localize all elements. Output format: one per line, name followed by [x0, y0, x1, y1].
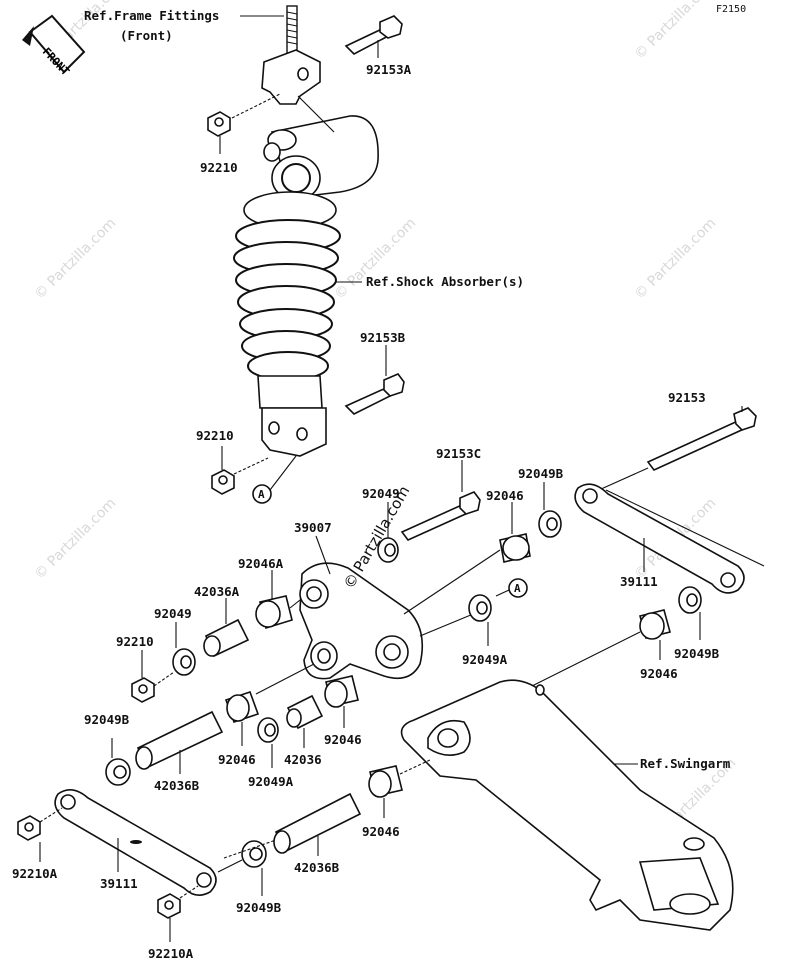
part-92049A-mid: 92049A: [248, 774, 294, 789]
part-92210-top: 92210: [200, 160, 238, 175]
watermark: © Partzilla.com: [32, 495, 120, 583]
part-42036B-left: 42036B: [154, 778, 200, 793]
link-39111-right: [574, 483, 745, 594]
part-92049B-left: 92049B: [84, 712, 130, 727]
part-92210-left: 92210: [116, 634, 154, 649]
watermark: © Partzilla.com: [332, 215, 420, 303]
part-92153B: 92153B: [360, 330, 406, 345]
marker-a-label: A: [514, 582, 521, 595]
ref-frame-fittings-front: (Front): [120, 28, 173, 43]
part-92210A-left: 92210A: [12, 866, 58, 881]
ref-swingarm: Ref.Swingarm: [640, 756, 731, 771]
figure-code: F2150: [716, 4, 746, 15]
shock-absorber: [233, 115, 379, 457]
part-92046-mid: 92046: [218, 752, 256, 767]
part-92046-mid2: 92046: [324, 732, 362, 747]
marker-a-label: A: [258, 488, 265, 501]
part-92049B-right: 92049B: [518, 466, 564, 481]
ref-frame-fittings: Ref.Frame Fittings: [84, 8, 219, 23]
watermarks: © Partzilla.com © Partzilla.com © Partzi…: [32, 0, 740, 843]
bolt-92153B: [344, 373, 405, 415]
bolt-92153A: [344, 15, 403, 55]
part-92046-bottom: 92046: [362, 824, 400, 839]
part-92153A: 92153A: [366, 62, 412, 77]
part-92049A-right: 92049A: [462, 652, 508, 667]
part-92049B-right2: 92049B: [674, 646, 720, 661]
part-92210-mid: 92210: [196, 428, 234, 443]
watermark: © Partzilla.com: [32, 215, 120, 303]
part-92046A: 92046A: [238, 556, 284, 571]
ref-shock-absorber: Ref.Shock Absorber(s): [366, 274, 524, 289]
bolt-92153C: [400, 491, 481, 541]
part-42036B-bottom: 42036B: [294, 860, 340, 875]
part-92153: 92153: [668, 390, 706, 405]
bolt-92153: [646, 407, 757, 471]
watermark: © Partzilla.com: [632, 0, 720, 63]
link-39111-left: [54, 789, 217, 896]
watermark: © Partzilla.com: [632, 215, 720, 303]
part-39007: 39007: [294, 520, 332, 535]
part-92049-top: 92049: [362, 486, 400, 501]
rocker-39007: [299, 562, 424, 680]
marker-a-right: [508, 578, 528, 598]
marker-a-left: [252, 484, 272, 504]
part-92049-left: 92049: [154, 606, 192, 621]
part-92046-right: 92046: [640, 666, 678, 681]
part-92153C: 92153C: [436, 446, 481, 461]
frame-fitting: [261, 5, 321, 105]
part-92049B-bottom: 92049B: [236, 900, 282, 915]
part-92210A-bottom: 92210A: [148, 946, 194, 961]
part-39111-left: 39111: [100, 876, 138, 891]
part-39111-right: 39111: [620, 574, 658, 589]
part-92046-top: 92046: [486, 488, 524, 503]
part-42036: 42036: [284, 752, 322, 767]
swingarm: [400, 679, 734, 931]
part-42036A: 42036A: [194, 584, 240, 599]
